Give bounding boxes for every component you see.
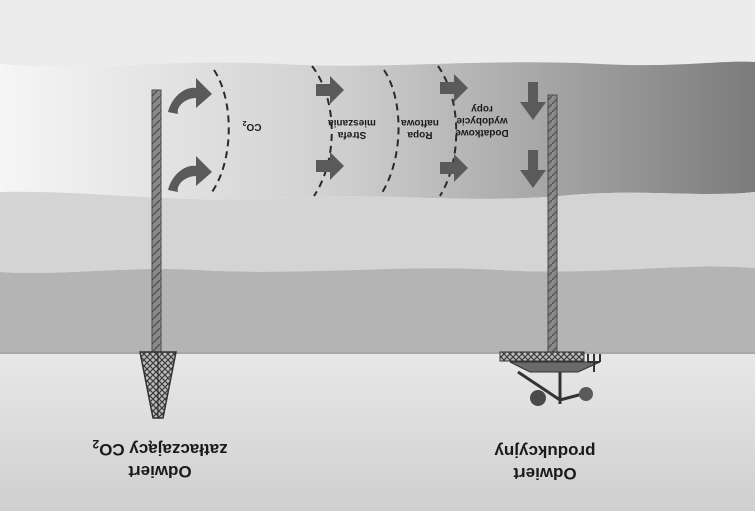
production-well-label-line1: Odwiert [513, 464, 577, 483]
zone-recovery-line1: Dodatkowe [455, 127, 509, 138]
flow-arrow-recovery-upper [440, 74, 468, 102]
injection-well-label-line2: zatłaczający CO [99, 440, 228, 459]
flow-arrow-mixing-upper [316, 76, 344, 104]
injection-well-label-subscript: 2 [92, 437, 99, 451]
production-well-pipe [547, 94, 558, 353]
ground-surface [0, 352, 755, 511]
zone-oil-line2: naftowa [401, 117, 439, 128]
zone-mixing-line2: mieszania [328, 117, 376, 128]
injection-arrow-upper [168, 78, 212, 114]
oil-bank-front-line [379, 69, 400, 197]
svg-text:zatłaczający CO2: zatłaczający CO2 [92, 437, 228, 459]
zone-label-recovery: Dodatkowe wydobycie ropy [455, 103, 509, 138]
zone-recovery-line2: wydobycie [456, 115, 509, 126]
injection-well-label-line1: Odwiert [128, 462, 192, 481]
flow-arrow-recovery-lower [440, 154, 468, 182]
injection-well-label: Odwiert zatłaczający CO2 [92, 437, 228, 481]
production-arrow-lower [520, 150, 546, 188]
injection-well-head [139, 351, 177, 419]
zone-label-co2: CO2 [242, 119, 261, 132]
production-arrow-upper [520, 82, 546, 120]
lower-rock-band [0, 266, 755, 354]
middle-rock-band [0, 191, 755, 273]
production-well-label-line2: produkcyjny [494, 442, 596, 461]
zone-recovery-line3: ropy [471, 103, 493, 114]
svg-text:CO2: CO2 [242, 119, 261, 132]
injection-well-pipe [151, 89, 162, 353]
zone-co2-subscript: 2 [242, 119, 246, 126]
zone-label-mixing: Strefa mieszania [328, 117, 376, 140]
mixing-front-line [311, 65, 333, 197]
zone-co2-text: CO [246, 121, 261, 132]
reservoir-layer [0, 61, 755, 200]
production-well-label: Odwiert produkcyjny [494, 442, 596, 483]
zone-oil-line1: Ropa [407, 129, 432, 140]
zone-label-oil-bank: Ropa naftowa [401, 117, 439, 140]
flow-arrow-mixing-lower [316, 152, 344, 180]
pump-jack-icon [499, 351, 601, 406]
co2-front-line [211, 69, 230, 193]
zone-mixing-line1: Strefa [337, 129, 366, 140]
injection-arrow-lower [168, 156, 212, 192]
recovery-front-line [437, 65, 458, 197]
